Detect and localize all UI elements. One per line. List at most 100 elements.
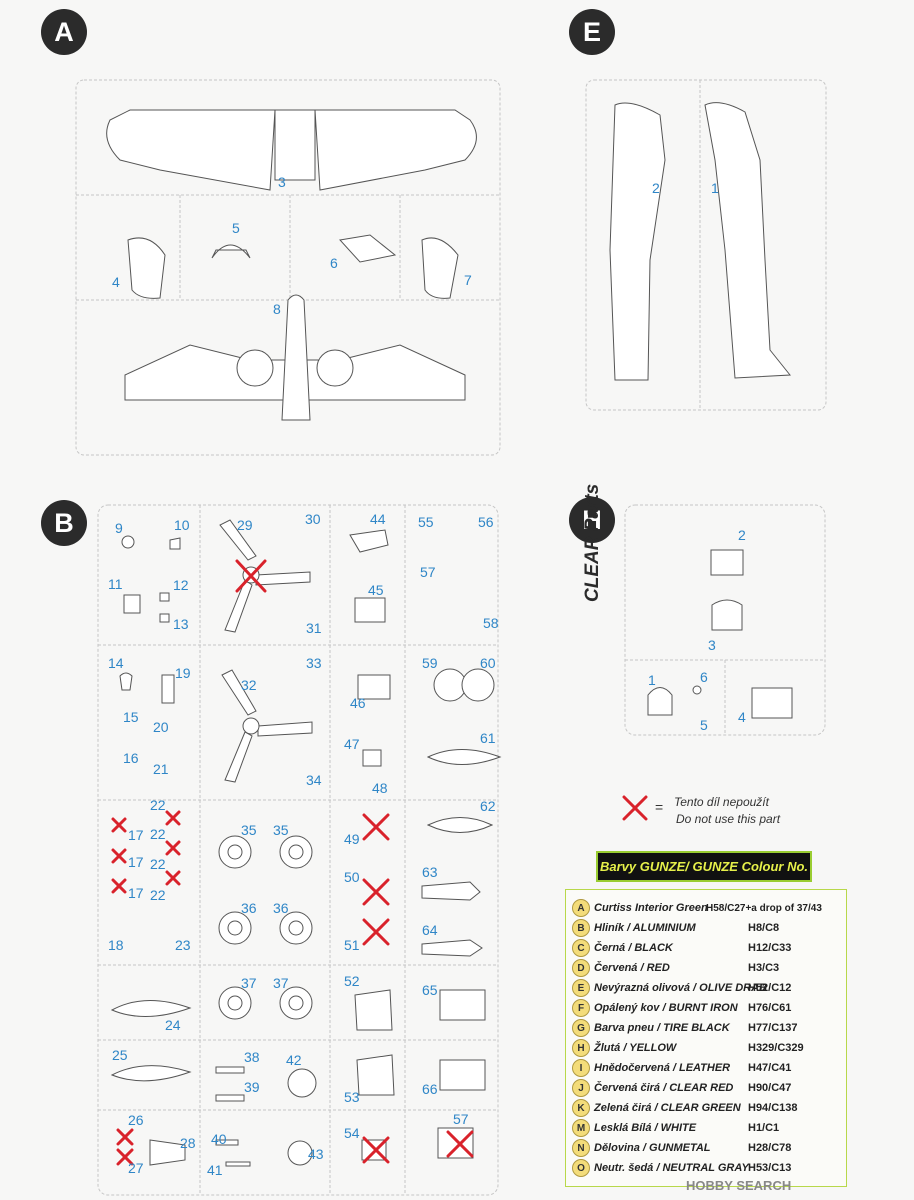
- sprue-b-badge: B: [41, 500, 87, 546]
- part-number-b-59: 59: [422, 655, 438, 671]
- colour-letter: E: [572, 979, 590, 997]
- part-number-b-39: 39: [244, 1079, 260, 1095]
- colour-name: Nevýrazná olivová / OLIVE DRAB: [594, 982, 767, 994]
- colour-table-header: Barvy GUNZE/ GUNZE Colour No.: [596, 851, 812, 882]
- part-number-b-35: 35: [241, 822, 257, 838]
- colour-name: Opálený kov / BURNT IRON: [594, 1002, 738, 1014]
- part-number-b-18: 18: [108, 937, 124, 953]
- colour-letter: C: [572, 939, 590, 957]
- legend-text-cz: Tento díl nepoužít: [674, 795, 769, 809]
- part-number-b-32: 32: [241, 677, 257, 693]
- part-number-b-11: 11: [108, 576, 123, 592]
- colour-name: Červená / RED: [594, 962, 670, 974]
- part-number-b-17: 17: [128, 827, 144, 843]
- colour-letter: F: [572, 999, 590, 1017]
- colour-name: Hnědočervená / LEATHER: [594, 1062, 731, 1074]
- part-number-b-40: 40: [211, 1131, 227, 1147]
- part-number-b-58: 58: [483, 615, 499, 631]
- part-number-b-22: 22: [150, 826, 166, 842]
- part-number-a-8: 8: [273, 301, 281, 317]
- part-number-b-17: 17: [128, 854, 144, 870]
- colour-code: H53/C13: [748, 1162, 792, 1174]
- colour-letter: A: [572, 899, 590, 917]
- part-number-b-25: 25: [112, 1047, 128, 1063]
- colour-name: Lesklá Bílá / WHITE: [594, 1122, 697, 1134]
- part-number-a-4: 4: [112, 274, 120, 290]
- part-number-b-35: 35: [273, 822, 289, 838]
- part-number-b-9: 9: [115, 520, 123, 536]
- colour-name: Neutr. šedá / NEUTRAL GRAY: [594, 1162, 749, 1174]
- colour-code: H12/C33: [748, 942, 792, 954]
- part-number-h-5: 5: [700, 717, 708, 733]
- part-number-b-30: 30: [305, 511, 321, 527]
- part-number-b-22: 22: [150, 797, 166, 813]
- part-number-b-53: 53: [344, 1089, 360, 1105]
- colour-name: Zelená čirá / CLEAR GREEN: [594, 1102, 741, 1114]
- part-number-b-65: 65: [422, 982, 438, 998]
- part-number-b-56: 56: [478, 514, 494, 530]
- part-number-h-1: 1: [648, 672, 656, 688]
- part-number-b-28: 28: [180, 1135, 196, 1151]
- part-number-b-21: 21: [153, 761, 169, 777]
- sprue-a-badge: A: [41, 9, 87, 55]
- colour-code: H94/C138: [748, 1102, 798, 1114]
- part-number-b-47: 47: [344, 736, 360, 752]
- part-number-b-10: 10: [174, 517, 190, 533]
- part-number-a-3: 3: [278, 174, 286, 190]
- part-number-b-46: 46: [350, 695, 366, 711]
- colour-row: M Lesklá Bílá / WHITE H1/C1: [566, 1118, 846, 1138]
- colour-code: H47/C41: [748, 1062, 792, 1074]
- part-number-b-45: 45: [368, 582, 384, 598]
- colour-letter: M: [572, 1119, 590, 1137]
- part-number-h-3: 3: [708, 637, 716, 653]
- part-number-b-19: 19: [175, 665, 191, 681]
- part-number-e-2: 2: [652, 180, 660, 196]
- colour-letter: G: [572, 1019, 590, 1037]
- colour-letter: D: [572, 959, 590, 977]
- part-number-h-2: 2: [738, 527, 746, 543]
- part-number-a-7: 7: [464, 272, 472, 288]
- part-number-b-41: 41: [207, 1162, 223, 1178]
- part-number-b-36: 36: [241, 900, 257, 916]
- legend-text-en: Do not use this part: [676, 812, 781, 826]
- part-number-b-26: 26: [128, 1112, 144, 1128]
- part-number-b-49: 49: [344, 831, 360, 847]
- sprue-h-badge: H: [569, 497, 615, 543]
- colour-name: Curtiss Interior Green: [594, 902, 708, 914]
- part-number-b-57: 57: [420, 564, 436, 580]
- part-number-a-6: 6: [330, 255, 338, 271]
- part-number-b-12: 12: [173, 577, 189, 593]
- part-number-b-52: 52: [344, 973, 360, 989]
- part-number-b-37: 37: [241, 975, 257, 991]
- colour-code: H1/C1: [748, 1122, 780, 1134]
- part-number-b-62: 62: [480, 798, 496, 814]
- part-number-b-14: 14: [108, 655, 124, 671]
- colour-name: Žlutá / YELLOW: [594, 1042, 677, 1054]
- part-number-h-4: 4: [738, 709, 746, 725]
- part-number-b-16: 16: [123, 750, 139, 766]
- clear-parts-title: CLEAR Parts: [582, 483, 603, 602]
- colour-letter: K: [572, 1099, 590, 1117]
- legend-equals: =: [655, 799, 664, 815]
- part-number-b-57: 57: [453, 1111, 469, 1127]
- colour-letter: N: [572, 1139, 590, 1157]
- part-number-b-27: 27: [128, 1160, 144, 1176]
- colour-letter: J: [572, 1079, 590, 1097]
- hobby-search-watermark: HOBBY SEARCH: [686, 1178, 792, 1193]
- colour-name: Červená čirá / CLEAR RED: [594, 1082, 734, 1094]
- colour-code: H77/C137: [748, 1022, 798, 1034]
- colour-row: K Zelená čirá / CLEAR GREEN H94/C138: [566, 1098, 846, 1118]
